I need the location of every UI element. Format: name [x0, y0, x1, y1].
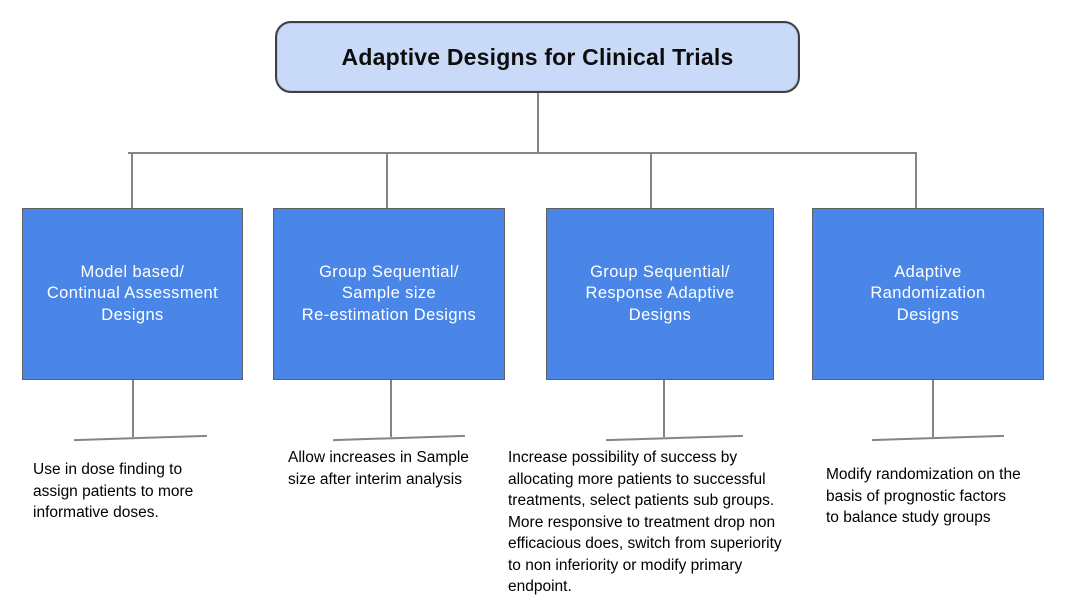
connector-tbar-2: [333, 434, 465, 442]
diagram-title: Adaptive Designs for Clinical Trials: [341, 43, 734, 70]
node-label: Group Sequential/ Response Adaptive Desi…: [585, 262, 735, 324]
connector-tbar-3: [606, 434, 743, 442]
node-label: Adaptive Randomization Designs: [870, 262, 986, 324]
node-group-sequential-sample-size: Group Sequential/ Sample size Re-estimat…: [273, 208, 505, 380]
connector-desc-stem-4: [932, 380, 934, 437]
connector-tbar-4: [872, 434, 1004, 442]
node-label: Group Sequential/ Sample size Re-estimat…: [301, 262, 477, 324]
connector-desc-stem-2: [390, 380, 392, 437]
connector-tbar-1: [74, 434, 207, 442]
connector-desc-stem-3: [663, 380, 665, 437]
connector-drop-3: [650, 152, 652, 209]
description-sample-size-reestimation: Allow increases in Sample size after int…: [288, 449, 469, 488]
node-adaptive-randomization: Adaptive Randomization Designs: [812, 208, 1044, 380]
connector-title-stem: [537, 93, 539, 152]
description-response-adaptive: Increase possibility of success by alloc…: [508, 449, 782, 595]
connector-drop-2: [386, 152, 388, 209]
node-group-sequential-response-adaptive: Group Sequential/ Response Adaptive Desi…: [546, 208, 774, 380]
connector-desc-stem-1: [132, 380, 134, 437]
description-model-based: Use in dose finding to assign patients t…: [33, 461, 194, 521]
node-model-based-continual-assessment: Model based/ Continual Assessment Design…: [22, 208, 243, 380]
connector-horizontal-rail: [128, 152, 916, 154]
connector-drop-4: [915, 152, 917, 209]
description-adaptive-randomization: Modify randomization on the basis of pro…: [826, 466, 1021, 526]
root-node-adaptive-designs: Adaptive Designs for Clinical Trials: [275, 21, 800, 93]
connector-drop-1: [131, 152, 133, 209]
node-label: Model based/ Continual Assessment Design…: [46, 262, 219, 324]
